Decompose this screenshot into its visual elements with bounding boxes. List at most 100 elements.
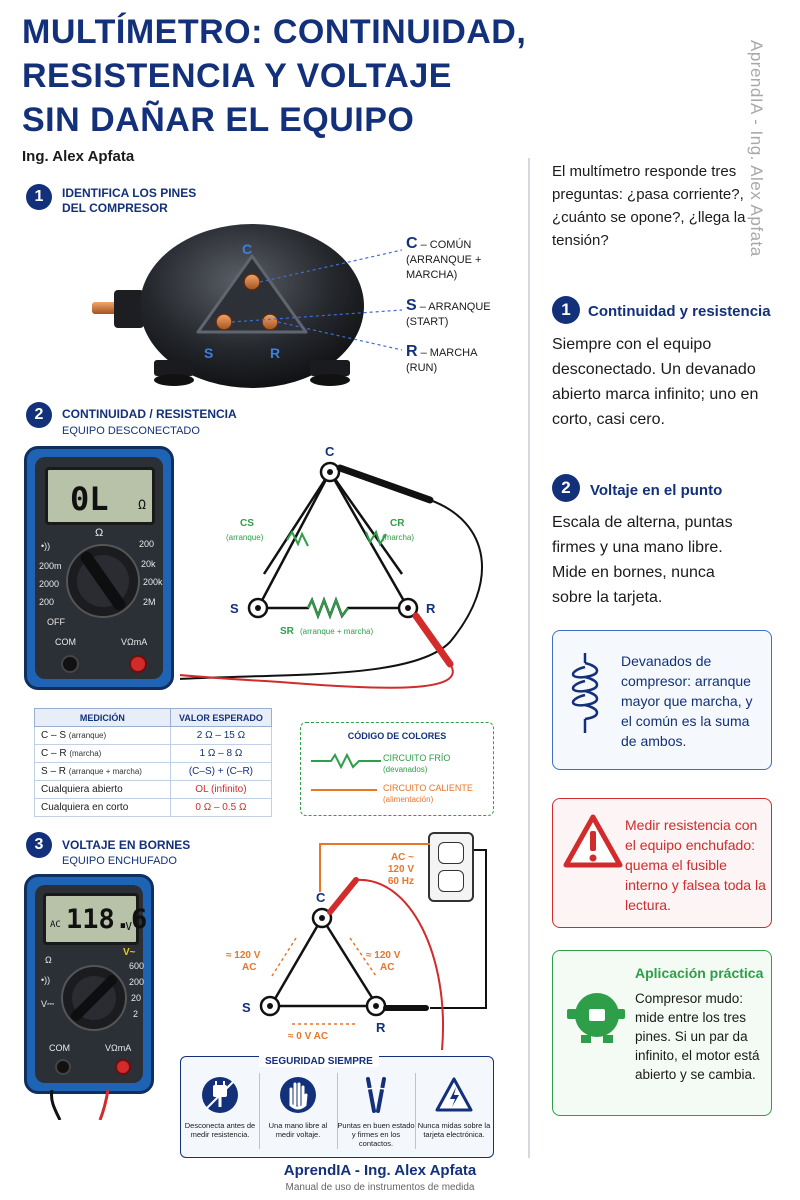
practical-application-card: Aplicación práctica Compresor mudo: mide… <box>552 950 772 1116</box>
left-voltage: ≈ 120 V <box>226 950 261 961</box>
safety-text: Una mano libre al medir voltaje. <box>268 1121 328 1139</box>
dial-label-20k: 20k <box>141 559 156 569</box>
table-cell-value: 2 Ω – 15 Ω <box>169 726 273 745</box>
safety-item: Nunca midas sobre la tarjeta electrónica… <box>415 1071 493 1155</box>
practical-card-text: Compresor mudo: mide entre los tres pine… <box>635 991 760 1082</box>
rotary-dial[interactable] <box>59 963 129 1033</box>
label-s-code: S <box>406 297 417 314</box>
lcd-prefix: AC <box>50 920 61 930</box>
dial-label-200: 200 <box>129 977 145 987</box>
node-r-label: R <box>426 601 436 616</box>
pin-c-letter: C <box>242 241 252 257</box>
dial-label-vdc: V⎓ <box>41 999 55 1009</box>
label-s-text-1: – ARRANQUE <box>419 301 491 313</box>
dial-label-600: 600 <box>129 961 145 971</box>
cr-label: CR <box>390 518 405 529</box>
footer-brand: AprendIA - Ing. Alex Apfata <box>283 1162 477 1179</box>
safety-item: Puntas en buen estado y firmes en los co… <box>337 1071 415 1155</box>
warning-icon <box>435 1077 473 1112</box>
coil-icon <box>571 653 599 733</box>
pin-s-letter: S <box>204 345 213 361</box>
title-line-2: RESISTENCIA Y VOLTAJE <box>22 57 452 95</box>
table-cell-measure: Cualquiera abierto <box>34 780 171 799</box>
label-c-text-2: (ARRANQUE + <box>406 254 482 266</box>
hot-label-sub: (alimentación) <box>383 795 434 804</box>
right-step-1-text: Siempre con el equipo desconectado. Un d… <box>552 336 759 428</box>
dial-label-off: OFF <box>47 617 65 627</box>
table-cell-value: (C–S) + (C–R) <box>169 762 273 781</box>
step-1-title-line-1: IDENTIFICA LOS PINES <box>62 186 197 200</box>
column-divider <box>528 158 530 1158</box>
lcd-unit: V <box>125 920 132 933</box>
step-3-subtitle: EQUIPO ENCHUFADO <box>62 855 177 867</box>
cold-label-sub: (devanados) <box>383 765 428 774</box>
step-1-title: IDENTIFICA LOS PINES DEL COMPRESOR <box>62 186 196 216</box>
label-c-text-3: MARCHA) <box>406 269 458 281</box>
outlet-socket-top <box>438 842 464 864</box>
dial-label-2000: 2000 <box>39 579 60 589</box>
hand-icon <box>280 1077 316 1113</box>
sr-sub: (arranque + marcha) <box>300 627 373 636</box>
multimeter-voltage: AC 118.6 V Ω V~ 600 200 20 2 •)) V⎓ COM … <box>24 874 154 1094</box>
safety-text: Desconecta antes de medir resistencia. <box>184 1121 256 1139</box>
cr-sub: (marcha) <box>382 533 414 542</box>
label-s-text-2: (START) <box>406 316 449 328</box>
label-r-text-1: – MARCHA <box>420 347 478 359</box>
measure-text: S – R <box>41 766 67 777</box>
lcd-reading: 118.6 <box>66 904 148 935</box>
supply-label: AC ~ 120 V 60 Hz <box>380 852 414 888</box>
wall-outlet <box>428 832 474 902</box>
v-jack[interactable] <box>115 1059 131 1075</box>
safety-text: Nunca midas sobre la tarjeta electrónica… <box>417 1121 491 1139</box>
supply-line-1: AC ~ <box>390 852 414 863</box>
v-jack[interactable] <box>129 655 147 673</box>
supply-line-2: 120 V <box>387 864 414 875</box>
dial-label-200k: 200k <box>143 577 163 587</box>
table-header-measure: MEDICIÓN <box>34 708 171 727</box>
practical-card-title: Aplicación práctica <box>635 965 764 981</box>
com-jack[interactable] <box>55 1059 71 1075</box>
node-r-label: R <box>376 1020 386 1035</box>
safety-separator <box>259 1073 260 1149</box>
com-jack[interactable] <box>61 655 79 673</box>
voltage-meter-leads <box>50 1090 110 1120</box>
table-row: C – S (arranque) 2 Ω – 15 Ω <box>34 726 273 745</box>
step-2-subtitle: EQUIPO DESCONECTADO <box>62 425 200 437</box>
step-2-badge: 2 <box>26 402 52 428</box>
footer-subtitle: Manual de uso de instrumentos de medida <box>285 1182 475 1193</box>
table-row: C – R (marcha) 1 Ω – 8 Ω <box>34 744 273 763</box>
label-r-code: R <box>406 343 418 360</box>
color-code-title: CÓDIGO DE COLORES <box>347 731 447 741</box>
compressor-icon <box>567 993 625 1043</box>
label-run-pin: R – MARCHA (RUN) <box>406 344 477 376</box>
dial-label-ohm: Ω <box>95 527 104 539</box>
title-line-1: MULTÍMETRO: CONTINUIDAD, <box>22 13 527 51</box>
label-c-text-1: – COMÚN <box>420 239 472 251</box>
label-start-pin: S – ARRANQUE (START) <box>406 298 491 330</box>
right-step-2-badge: 2 <box>552 474 580 502</box>
info-card-windings: Devanados de compresor: arranque mayor q… <box>552 630 772 770</box>
node-s-label: S <box>230 601 239 616</box>
port-v-label: VΩmA <box>121 637 148 647</box>
supply-line-3: 60 Hz <box>387 876 414 887</box>
lcd-display: AC 118.6 V <box>43 893 147 945</box>
table-row: Cualquiera en corto 0 Ω – 0.5 Ω <box>34 798 273 817</box>
safety-title: SEGURIDAD SIEMPRE <box>259 1056 379 1067</box>
multimeter-resistance: 0L Ω Ω 200 20k 200k 2M •)) 200m 2000 200… <box>24 446 174 690</box>
table-cell-measure: Cualquiera en corto <box>34 798 171 817</box>
warning-card-text: Medir resistencia con el equipo enchufad… <box>625 817 766 913</box>
label-common-pin: C – COMÚN (ARRANQUE + MARCHA) <box>406 236 482 283</box>
rotary-dial[interactable] <box>63 541 143 621</box>
dial-label-20: 20 <box>131 993 142 1003</box>
resistance-circuit-diagram: C S R CS (arranque) CR (marcha) SR (arra… <box>180 444 483 689</box>
probes-icon <box>366 1077 386 1113</box>
table-cell-measure: C – R (marcha) <box>34 744 171 763</box>
port-com-label: COM <box>55 637 76 647</box>
compressor-illustration: C S R <box>92 224 403 388</box>
hot-circuit-label: CIRCUITO CALIENTE (alimentación) <box>383 783 473 805</box>
warning-card: Medir resistencia con el equipo enchufad… <box>552 798 772 928</box>
step-2-title: CONTINUIDAD / RESISTENCIA <box>62 407 237 421</box>
page-title: MULTÍMETRO: CONTINUIDAD, RESISTENCIA Y V… <box>22 10 542 142</box>
node-c-label: C <box>316 890 326 905</box>
dial-label-200-low: 200 <box>39 597 55 607</box>
